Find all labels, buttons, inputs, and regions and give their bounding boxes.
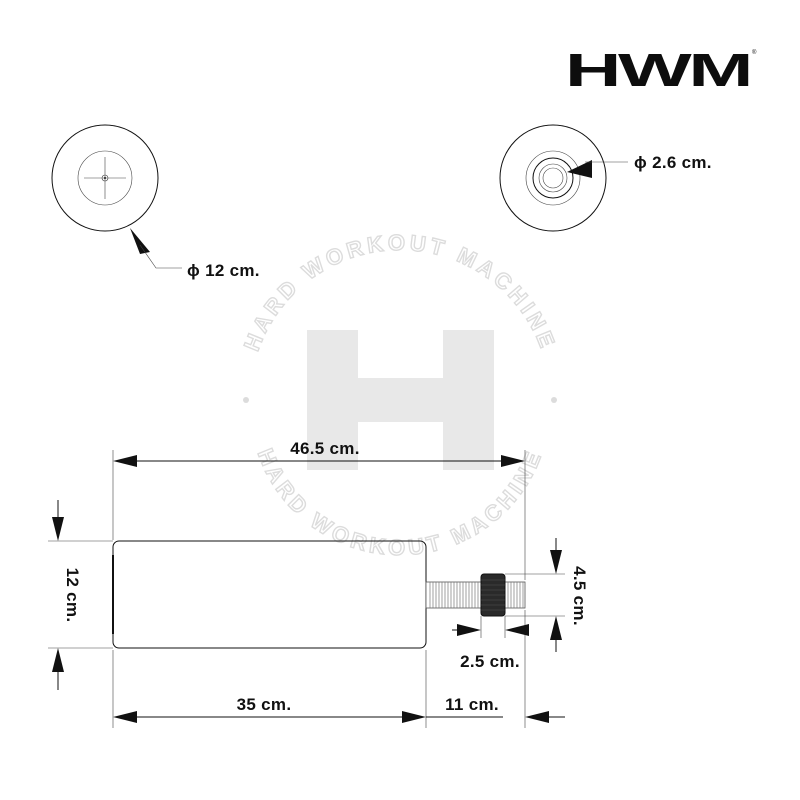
roller-side-view	[112, 540, 526, 649]
logo-text: HWM	[565, 44, 750, 96]
watermark-h-mark	[307, 330, 494, 470]
watermark: HARD WORKOUT MACHINE HARD WORKOUT MACHIN…	[238, 229, 561, 561]
dim-nut-width	[452, 616, 529, 638]
threaded-shaft	[425, 581, 526, 609]
dim-body-height	[48, 500, 113, 690]
arrowhead-icon	[567, 160, 592, 178]
nut-height-label: 4.5 cm.	[570, 566, 589, 626]
body-length-label: 35 cm.	[237, 695, 292, 714]
inner-diameter-label: ϕ 2.6 cm.	[634, 153, 712, 172]
arrowhead-icon	[130, 228, 150, 254]
nut-width-label: 2.5 cm.	[460, 652, 520, 671]
dim-nut-height	[505, 538, 565, 652]
watermark-ring-top: HARD WORKOUT MACHINE	[239, 230, 561, 354]
end-view-left	[51, 124, 182, 269]
dim-bottom-lengths	[112, 610, 565, 728]
body-height-label: 12 cm.	[63, 568, 82, 623]
registered-mark: ®	[752, 49, 757, 56]
total-length-label: 46.5 cm.	[290, 439, 360, 458]
dim-total-length	[112, 450, 526, 580]
end-view-right	[499, 124, 628, 232]
shaft-length-label: 11 cm.	[445, 695, 499, 714]
hwm-logo: HWM ®	[565, 44, 757, 96]
knurled-nut	[480, 573, 506, 617]
outer-diameter-label: ϕ 12 cm.	[187, 261, 260, 280]
